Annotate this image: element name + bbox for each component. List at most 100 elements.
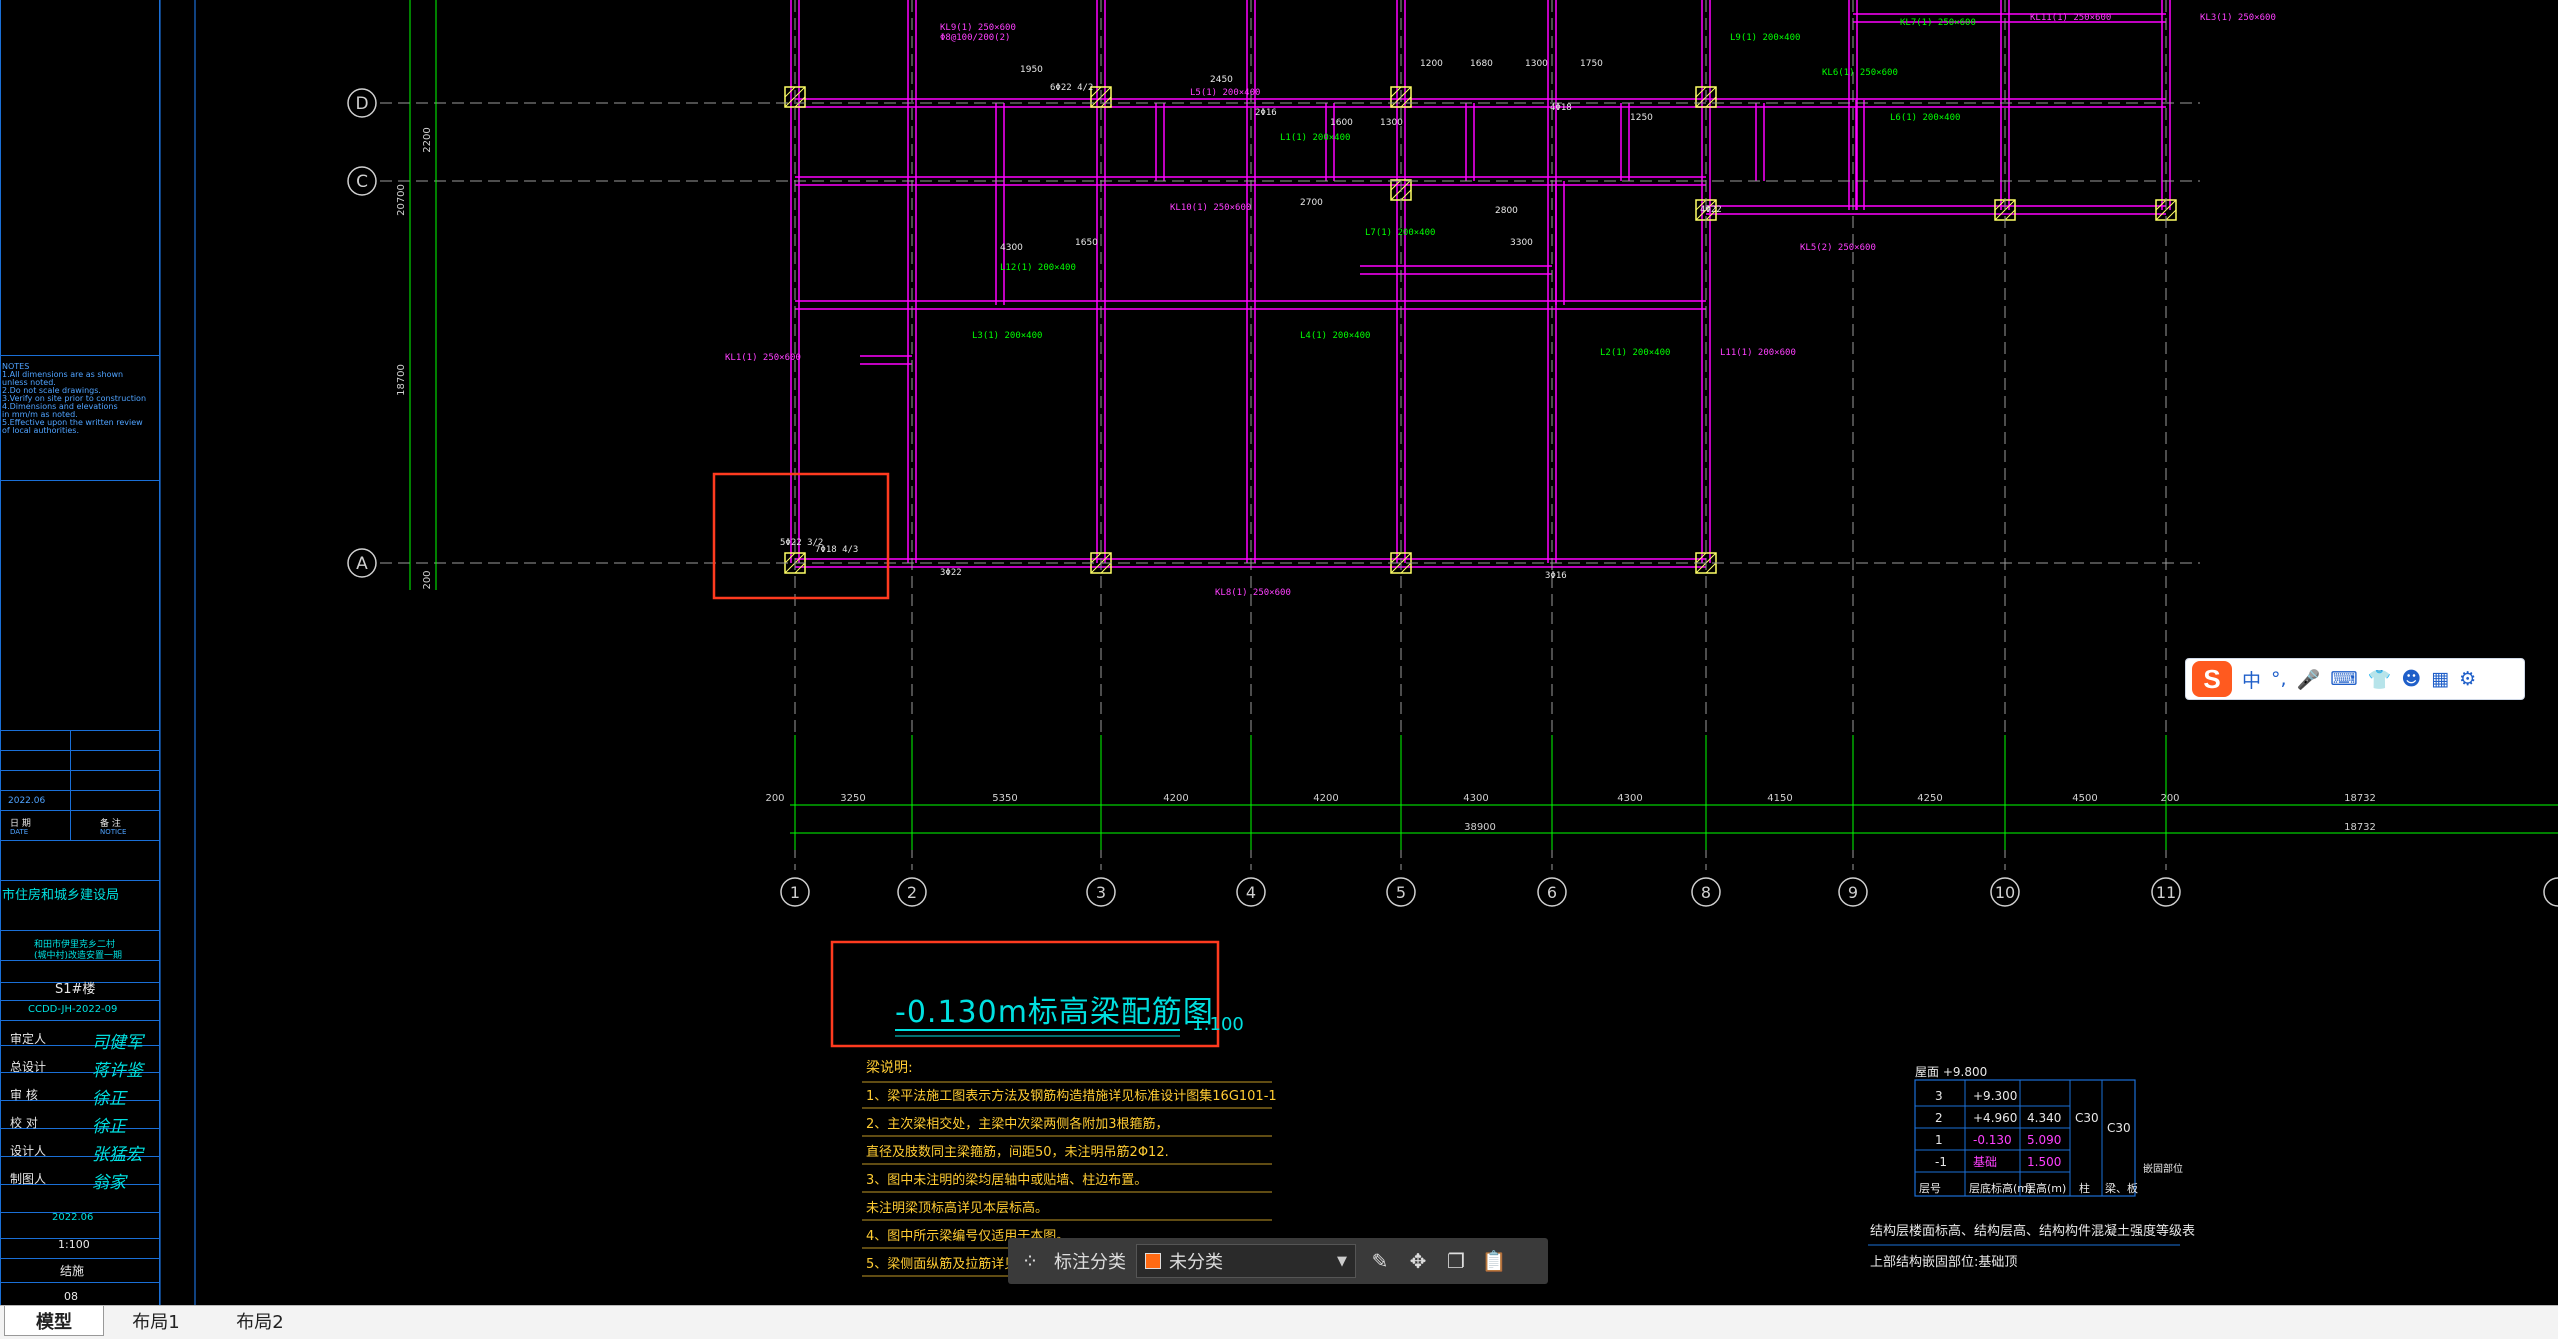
title-block-row	[0, 1100, 160, 1101]
beam-label: KL3(1) 250×600	[2200, 13, 2276, 23]
highlight-box-column	[712, 472, 890, 600]
note-line: 3、图中未注明的梁均居轴中或贴墙、柱边布置。	[866, 1172, 1147, 1188]
column-hatch	[1695, 86, 1707, 98]
highlight-box-title	[830, 940, 1220, 1048]
column-hatch	[1090, 86, 1102, 98]
table-elevation: 基础	[1973, 1155, 1997, 1169]
rebar-label: 3Φ16	[1545, 571, 1567, 581]
column-hatch	[2165, 209, 2177, 221]
grid-icon[interactable]: ▦	[2431, 668, 2450, 690]
rebar-label: 6Φ22 4/2	[1050, 83, 1093, 93]
left-dimension: 20700	[396, 184, 407, 216]
copy-icon[interactable]: ❐	[1447, 1249, 1465, 1273]
title-block-remark-label-en: NOTICE	[100, 828, 127, 836]
beam-label: KL11(1) 250×600	[2030, 13, 2111, 23]
span-dimension: 1200	[1420, 59, 1443, 69]
shirt-icon[interactable]: 👕	[2367, 668, 2392, 691]
robot-icon[interactable]: ☻	[2401, 668, 2422, 690]
column-hatch	[794, 96, 806, 108]
title-block-row	[0, 1020, 160, 1021]
title-block-row	[0, 1212, 160, 1213]
tab-layout2[interactable]: 布局2	[236, 1312, 284, 1333]
column-hatch	[1390, 179, 1402, 191]
title-block-divider	[70, 730, 71, 840]
left-dimension: 18700	[396, 364, 407, 396]
column-hatch	[1400, 562, 1412, 574]
table-height: 5.090	[2027, 1133, 2061, 1147]
keyboard-icon[interactable]: ⌨	[2330, 668, 2358, 690]
axis-number: 9	[1848, 883, 1858, 902]
beam-label: L11(1) 200×600	[1720, 348, 1796, 358]
title-block-code: CCDD-JH-2022-09	[28, 1004, 118, 1015]
title-block-date-label-en: DATE	[10, 828, 29, 836]
axis-bubble	[1537, 877, 1567, 907]
table-col-label: 柱	[2079, 1181, 2090, 1195]
annotation-category-select[interactable]: 未分类 ▼	[1136, 1244, 1356, 1278]
gear-icon[interactable]: ⚙	[2459, 668, 2477, 690]
title-block-signature: 司健军	[92, 1033, 143, 1053]
beam-label: KL8(1) 250×600	[1215, 588, 1291, 598]
span-dimension: 1950	[1020, 65, 1043, 75]
title-block-drawing-no: S1#楼	[55, 982, 96, 997]
column-hatch	[1705, 209, 1717, 221]
paste-icon[interactable]: 📋	[1481, 1249, 1507, 1273]
rebar-label: 4Φ18	[1550, 103, 1572, 113]
table-floor: 3	[1935, 1089, 1943, 1103]
column-hatch	[1400, 189, 1412, 201]
ime-toolbar[interactable]: S 中 °, 🎤 ⌨ 👕 ☻ ▦ ⚙	[2185, 658, 2525, 700]
dimension-text: 4250	[1917, 793, 1942, 804]
column-hatch	[2004, 209, 2016, 221]
column-hatch	[1994, 199, 2006, 211]
beam-label: L3(1) 200×400	[972, 331, 1042, 341]
axis-number: 3	[1096, 883, 1106, 902]
axis-bubble	[347, 166, 377, 196]
dimension-text: 200	[2160, 793, 2179, 804]
category-color-swatch	[1145, 1253, 1161, 1269]
drawing-title: -0.130m标高梁配筋图	[895, 995, 1214, 1030]
span-dimension: 1300	[1525, 59, 1548, 69]
title-block-note: 5.Effective upon the written review	[2, 418, 143, 427]
note-line: 2、主次梁相交处，主梁中次梁两侧各附加3根箍筋，	[866, 1116, 1169, 1132]
title-block-row	[0, 982, 160, 983]
table-elevation: -0.130	[1973, 1133, 2012, 1147]
title-block-row	[0, 480, 160, 481]
ime-logo-icon[interactable]: S	[2192, 661, 2232, 697]
move-icon[interactable]: ✥	[1409, 1249, 1427, 1273]
ime-chinese-mode[interactable]: 中	[2242, 669, 2262, 692]
rebar-label: 3Φ22	[940, 568, 962, 578]
axis-bubble	[1236, 877, 1266, 907]
title-block-border	[0, 0, 1, 1305]
category-grid-icon[interactable]: ⁘	[1021, 1249, 1039, 1273]
beam-label: KL1(1) 250×600	[725, 353, 801, 363]
axis-letter: D	[355, 94, 368, 114]
column-hatch	[1695, 199, 1707, 211]
edit-icon[interactable]: ✎	[1371, 1249, 1389, 1273]
title-block-row	[0, 1184, 160, 1185]
beam-label: L2(1) 200×400	[1600, 348, 1670, 358]
axis-bubble	[1086, 877, 1116, 907]
ime-punctuation[interactable]: °,	[2271, 668, 2287, 690]
title-block-row	[0, 790, 160, 791]
tab-model[interactable]: 模型	[4, 1306, 104, 1336]
chevron-down-icon: ▼	[1337, 1253, 1347, 1269]
axis-bubble	[2151, 877, 2181, 907]
title-block-note: NOTES	[2, 362, 30, 371]
column-hatch	[794, 562, 806, 574]
table-grade: C30	[2075, 1111, 2099, 1125]
beam-label: L1(1) 200×400	[1280, 133, 1350, 143]
dimension-text: 4500	[2072, 793, 2097, 804]
tab-layout1[interactable]: 布局1	[132, 1312, 180, 1333]
column-hatch	[1695, 552, 1707, 564]
title-block-sign-label: 审 核	[10, 1088, 38, 1102]
table-side-label: 嵌固部位	[2143, 1162, 2183, 1175]
table-elevation: +4.960	[1973, 1111, 2017, 1125]
span-dimension: 1680	[1470, 59, 1493, 69]
table-floor: -1	[1935, 1155, 1947, 1169]
mic-icon[interactable]: 🎤	[2296, 668, 2321, 691]
column-hatch	[1400, 96, 1412, 108]
note-line: 1、梁平法施工图表示方法及钢筋构造措施详见标准设计图集16G101-1	[866, 1088, 1277, 1104]
column-hatch	[1390, 552, 1402, 564]
